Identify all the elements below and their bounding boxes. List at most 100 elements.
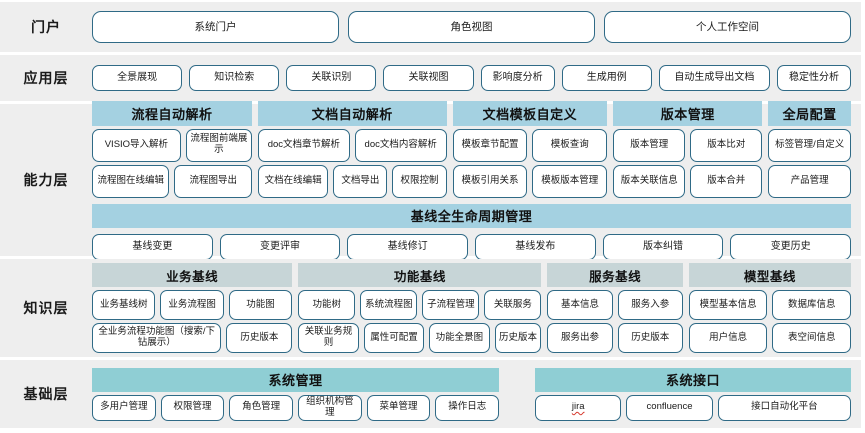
app-item-generate-case[interactable]: 生成用例	[561, 65, 652, 91]
knowledge-group-row: 业务基线树 业务流程图 功能图	[92, 290, 293, 320]
knowledge-group-business-baseline: 业务基线 业务基线树 业务流程图 功能图 全业务流程功能图（搜索/下钻展示） 历…	[92, 263, 293, 353]
know-item-database-info[interactable]: 数据库信息	[772, 290, 851, 320]
app-item-stability-analysis[interactable]: 稳定性分析	[776, 65, 851, 91]
cap-item-doc-chapter-parse[interactable]: doc文档章节解析	[257, 128, 350, 162]
know-item-business-baseline-tree[interactable]: 业务基线树	[92, 290, 156, 320]
know-item-function-panorama[interactable]: 功能全景图	[429, 323, 490, 353]
know-item-full-business-flow-function-chart[interactable]: 全业务流程功能图（搜索/下钻展示）	[92, 323, 222, 353]
cap-item-template-reference[interactable]: 模板引用关系	[452, 164, 528, 198]
know-item-history-version[interactable]: 历史版本	[226, 323, 293, 353]
base-item-role-management[interactable]: 角色管理	[229, 394, 294, 421]
knowledge-body: 业务基线 业务基线树 业务流程图 功能图 全业务流程功能图（搜索/下钻展示） 历…	[92, 263, 851, 353]
baseline-lifecycle-title: 基线全生命周期管理	[92, 203, 851, 228]
capability-groups: 流程自动解析 VISIO导入解析 流程图前端展示 流程图在线编辑 流程图导出 文…	[92, 100, 851, 198]
know-item-function-chart[interactable]: 功能图	[228, 290, 293, 320]
layer-label-portal: 门户	[31, 19, 61, 35]
know-item-system-flowchart[interactable]: 系统流程图	[360, 290, 418, 320]
layer-label-foundation: 基础层	[23, 386, 69, 402]
portal-item-personal-workspace[interactable]: 个人工作空间	[604, 11, 851, 43]
base-item-operation-log[interactable]: 操作日志	[435, 394, 500, 421]
lifecycle-item-baseline-revision[interactable]: 基线修订	[347, 233, 469, 260]
app-item-panorama[interactable]: 全景展现	[92, 65, 183, 91]
know-item-subprocess-management[interactable]: 子流程管理	[422, 290, 480, 320]
lifecycle-item-baseline-change[interactable]: 基线变更	[92, 233, 213, 260]
portal-items: 系统门户 角色视图 个人工作空间	[92, 11, 851, 43]
cap-item-template-query[interactable]: 模板查询	[532, 128, 608, 162]
base-item-multi-user-management[interactable]: 多用户管理	[92, 394, 156, 421]
cap-item-version-management[interactable]: 版本管理	[613, 128, 686, 162]
cap-item-flowchart-frontend-display[interactable]: 流程图前端展示	[185, 128, 252, 162]
lifecycle-item-version-correction[interactable]: 版本纠错	[602, 233, 724, 260]
capability-group-title: 版本管理	[613, 100, 763, 126]
layer-application: 应用层 全景展现 知识检索 关联识别 关联视图 影响度分析 生成用例 自动生成导…	[0, 55, 861, 101]
capability-group-row: 产品管理	[768, 164, 851, 198]
capability-group-row: 模板引用关系 模板版本管理	[452, 164, 608, 198]
know-item-history-version[interactable]: 历史版本	[617, 323, 683, 353]
cap-item-product-management[interactable]: 产品管理	[768, 164, 851, 198]
base-item-permission-management[interactable]: 权限管理	[160, 394, 225, 421]
cap-item-visio-import-parse[interactable]: VISIO导入解析	[92, 128, 181, 162]
knowledge-group-model-baseline: 模型基线 模型基本信息 数据库信息 用户信息 表空间信息	[688, 263, 851, 353]
cap-item-doc-export[interactable]: 文档导出	[333, 164, 388, 198]
base-item-jira[interactable]: jira	[535, 394, 622, 421]
know-item-model-basic-info[interactable]: 模型基本信息	[688, 290, 768, 320]
base-item-menu-management[interactable]: 菜单管理	[366, 394, 431, 421]
app-item-auto-export-doc[interactable]: 自动生成导出文档	[658, 65, 770, 91]
capability-group-row: 版本管理 版本比对	[613, 128, 763, 162]
know-item-basic-info[interactable]: 基本信息	[547, 290, 613, 320]
cap-item-flowchart-export[interactable]: 流程图导出	[174, 164, 252, 198]
lifecycle-item-baseline-release[interactable]: 基线发布	[475, 233, 596, 260]
app-item-knowledge-search[interactable]: 知识检索	[189, 65, 280, 91]
cap-item-doc-online-edit[interactable]: 文档在线编辑	[257, 164, 329, 198]
know-item-service-output-param[interactable]: 服务出参	[547, 323, 613, 353]
jira-label: jira	[571, 401, 585, 413]
portal-item-role-view[interactable]: 角色视图	[348, 11, 595, 43]
capability-group-version-mgmt: 版本管理 版本管理 版本比对 版本关联信息 版本合并	[613, 100, 763, 198]
cap-item-version-merge[interactable]: 版本合并	[690, 164, 763, 198]
cap-item-tag-management-custom[interactable]: 标签管理/自定义	[768, 128, 851, 162]
foundation-body: 系统管理 多用户管理 权限管理 角色管理 组织机构管理 菜单管理 操作日志 系统…	[92, 367, 851, 421]
know-item-history-version[interactable]: 历史版本	[494, 323, 542, 353]
lifecycle-item-change-history[interactable]: 变更历史	[730, 233, 852, 260]
know-item-related-business-rule[interactable]: 关联业务规则	[298, 323, 359, 353]
cap-item-permission-control[interactable]: 权限控制	[392, 164, 447, 198]
know-item-user-info[interactable]: 用户信息	[688, 323, 768, 353]
app-item-relation-view[interactable]: 关联视图	[383, 65, 474, 91]
knowledge-group-row: 全业务流程功能图（搜索/下钻展示） 历史版本	[92, 323, 293, 353]
capability-group-row: 流程图在线编辑 流程图导出	[92, 164, 252, 198]
capability-group-row: 版本关联信息 版本合并	[613, 164, 763, 198]
knowledge-group-row: 用户信息 表空间信息	[688, 323, 851, 353]
know-item-function-tree[interactable]: 功能树	[298, 290, 356, 320]
capability-group-title: 全局配置	[768, 100, 851, 126]
knowledge-group-title: 模型基线	[688, 263, 851, 287]
lifecycle-item-change-review[interactable]: 变更评审	[219, 233, 341, 260]
know-item-business-flowchart[interactable]: 业务流程图	[160, 290, 224, 320]
layer-portal: 门户 系统门户 角色视图 个人工作空间	[0, 2, 861, 52]
capability-group-row: 文档在线编辑 文档导出 权限控制	[257, 164, 447, 198]
cap-item-version-relation-info[interactable]: 版本关联信息	[613, 164, 686, 198]
know-item-related-service[interactable]: 关联服务	[484, 290, 542, 320]
portal-item-system-portal[interactable]: 系统门户	[92, 11, 339, 43]
foundation-groups: 系统管理 多用户管理 权限管理 角色管理 组织机构管理 菜单管理 操作日志 系统…	[92, 367, 851, 421]
knowledge-group-service-baseline: 服务基线 基本信息 服务入参 服务出参 历史版本	[547, 263, 683, 353]
app-item-relation-recognition[interactable]: 关联识别	[286, 65, 377, 91]
foundation-group-row: 多用户管理 权限管理 角色管理 组织机构管理 菜单管理 操作日志	[92, 394, 500, 421]
capability-group-doc-parse: 文档自动解析 doc文档章节解析 doc文档内容解析 文档在线编辑 文档导出 权…	[257, 100, 447, 198]
base-item-confluence[interactable]: confluence	[626, 394, 713, 421]
capability-group-row: 模板章节配置 模板查询	[452, 128, 608, 162]
know-item-tablespace-info[interactable]: 表空间信息	[772, 323, 851, 353]
know-item-service-input-param[interactable]: 服务入参	[617, 290, 683, 320]
cap-item-doc-content-parse[interactable]: doc文档内容解析	[354, 128, 447, 162]
base-item-interface-automation-platform[interactable]: 接口自动化平台	[717, 394, 851, 421]
cap-item-template-chapter-config[interactable]: 模板章节配置	[452, 128, 528, 162]
know-item-attribute-configurable[interactable]: 属性可配置	[363, 323, 425, 353]
knowledge-group-title: 服务基线	[547, 263, 683, 287]
base-item-org-structure-management[interactable]: 组织机构管理	[298, 394, 362, 421]
foundation-group-system-management: 系统管理 多用户管理 权限管理 角色管理 组织机构管理 菜单管理 操作日志	[92, 367, 500, 421]
app-item-impact-analysis[interactable]: 影响度分析	[480, 65, 555, 91]
foundation-group-title: 系统管理	[92, 367, 500, 392]
cap-item-flowchart-online-edit[interactable]: 流程图在线编辑	[92, 164, 170, 198]
cap-item-version-compare[interactable]: 版本比对	[690, 128, 763, 162]
cap-item-template-version-mgmt[interactable]: 模板版本管理	[532, 164, 608, 198]
